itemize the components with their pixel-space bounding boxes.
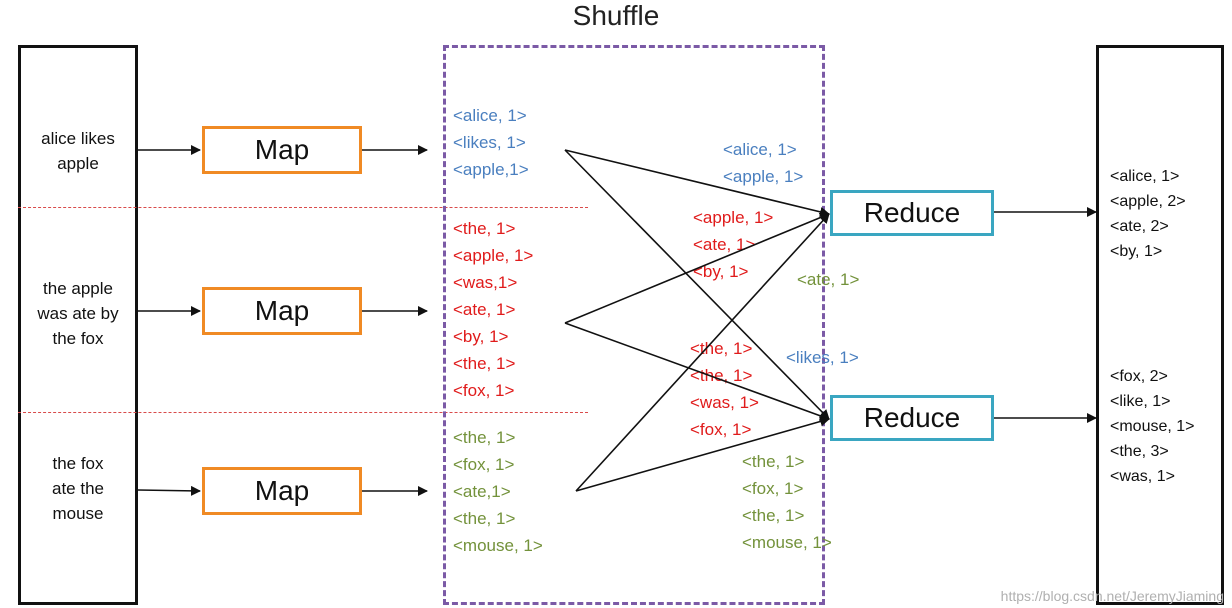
reduce-box-1: Reduce bbox=[830, 190, 994, 236]
kv-pair: <alice, 1> bbox=[723, 140, 797, 159]
arrow-input-3-to-map bbox=[137, 485, 201, 496]
map-output-3: <the, 1> <fox, 1> <ate,1> <the, 1> <mous… bbox=[453, 424, 543, 559]
kv-pair: <fox, 1> bbox=[453, 381, 515, 400]
kv-pair: <the, 1> bbox=[453, 428, 516, 447]
map-box-2: Map bbox=[202, 287, 362, 335]
shuffle-bottom-red: <the, 1> <the, 1> <was, 1> <fox, 1> bbox=[690, 335, 759, 443]
kv-pair: <likes, 1> bbox=[786, 348, 859, 367]
kv-pair: <fox, 2> bbox=[1110, 368, 1168, 385]
kv-pair: <fox, 1> bbox=[453, 455, 515, 474]
kv-pair: <fox, 1> bbox=[742, 479, 804, 498]
kv-pair: <apple, 1> bbox=[693, 208, 774, 227]
kv-pair: <the, 1> bbox=[742, 506, 805, 525]
map-box-1: Map bbox=[202, 126, 362, 174]
kv-pair: <the, 1> bbox=[453, 509, 516, 528]
reduce-output-1: <alice, 1> <apple, 2> <ate, 2> <by, 1> bbox=[1110, 164, 1186, 264]
kv-pair: <ate, 2> bbox=[1110, 218, 1169, 235]
kv-pair: <mouse, 1> bbox=[1110, 418, 1195, 435]
shuffle-line-1a bbox=[564, 149, 830, 217]
kv-pair: <ate, 1> bbox=[693, 235, 756, 254]
input-container bbox=[18, 45, 138, 605]
kv-pair: <ate, 1> bbox=[453, 300, 516, 319]
kv-pair: <likes, 1> bbox=[453, 133, 526, 152]
kv-pair: <the, 1> bbox=[453, 219, 516, 238]
kv-pair: <apple, 1> bbox=[453, 246, 534, 265]
shuffle-line-2a bbox=[564, 212, 830, 324]
kv-pair: <apple, 1> bbox=[723, 167, 804, 186]
shuffle-region bbox=[443, 45, 825, 605]
kv-pair: <apple, 2> bbox=[1110, 193, 1186, 210]
kv-pair: <fox, 1> bbox=[690, 420, 752, 439]
reduce-box-2: Reduce bbox=[830, 395, 994, 441]
kv-pair: <was, 1> bbox=[690, 393, 759, 412]
kv-pair: <was, 1> bbox=[1110, 468, 1175, 485]
kv-pair: <like, 1> bbox=[1110, 393, 1171, 410]
kv-pair: <the, 1> bbox=[742, 452, 805, 471]
kv-pair: <was,1> bbox=[453, 273, 518, 292]
shuffle-bottom-blue: <likes, 1> bbox=[786, 344, 859, 371]
watermark: https://blog.csdn.net/JeremyJiaming bbox=[1000, 588, 1224, 604]
kv-pair: <by, 1> bbox=[453, 327, 509, 346]
shuffle-top-blue: <alice, 1> <apple, 1> bbox=[723, 136, 803, 190]
shuffle-top-green: <ate, 1> bbox=[797, 266, 859, 293]
separator-line-1 bbox=[18, 207, 588, 208]
map-output-1: <alice, 1> <likes, 1> <apple,1> bbox=[453, 102, 529, 183]
output-container bbox=[1096, 45, 1224, 605]
diagram-title: Shuffle bbox=[572, 0, 660, 31]
kv-pair: <by, 1> bbox=[1110, 243, 1163, 260]
map-box-3: Map bbox=[202, 467, 362, 515]
kv-pair: <the, 1> bbox=[690, 339, 753, 358]
shuffle-top-red: <apple, 1> <ate, 1> <by, 1> bbox=[693, 204, 773, 285]
input-split-3: the fox ate the mouse bbox=[52, 454, 104, 523]
kv-pair: <mouse, 1> bbox=[453, 536, 543, 555]
reduce-output-2: <fox, 2> <like, 1> <mouse, 1> <the, 3> <… bbox=[1110, 364, 1195, 489]
map-output-2: <the, 1> <apple, 1> <was,1> <ate, 1> <by… bbox=[453, 215, 533, 404]
input-split-2: the apple was ate by the fox bbox=[37, 279, 119, 348]
kv-pair: <alice, 1> bbox=[453, 106, 527, 125]
shuffle-line-2b bbox=[564, 322, 830, 421]
kv-pair: <mouse, 1> bbox=[742, 533, 832, 552]
kv-pair: <the, 1> bbox=[453, 354, 516, 373]
shuffle-bottom-green: <the, 1> <fox, 1> <the, 1> <mouse, 1> bbox=[742, 448, 832, 556]
shuffle-line-3b bbox=[575, 416, 830, 492]
kv-pair: <apple,1> bbox=[453, 160, 529, 179]
kv-pair: <by, 1> bbox=[693, 262, 749, 281]
shuffle-line-1b bbox=[564, 149, 830, 420]
input-split-1: alice likes apple bbox=[41, 129, 115, 173]
kv-pair: <the, 3> bbox=[1110, 443, 1169, 460]
kv-pair: <alice, 1> bbox=[1110, 168, 1180, 185]
kv-pair: <ate, 1> bbox=[797, 270, 860, 289]
shuffle-line-3a bbox=[575, 213, 830, 492]
kv-pair: <ate,1> bbox=[453, 482, 511, 501]
separator-line-2 bbox=[18, 412, 588, 413]
kv-pair: <the, 1> bbox=[690, 366, 753, 385]
